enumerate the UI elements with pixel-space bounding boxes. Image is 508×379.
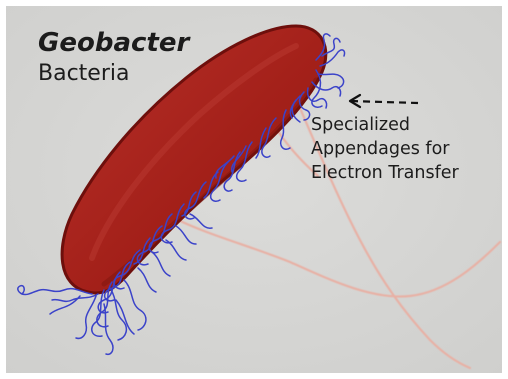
appendages-label-line-1: Specialized bbox=[311, 113, 459, 137]
appendages-label-line-2: Appendages for bbox=[311, 137, 459, 161]
title-genus: Geobacter bbox=[38, 28, 189, 58]
title-word: Bacteria bbox=[38, 60, 129, 88]
appendages-label-line-3: Electron Transfer bbox=[311, 161, 459, 185]
appendages-label: Specialized Appendages for Electron Tran… bbox=[311, 113, 459, 185]
